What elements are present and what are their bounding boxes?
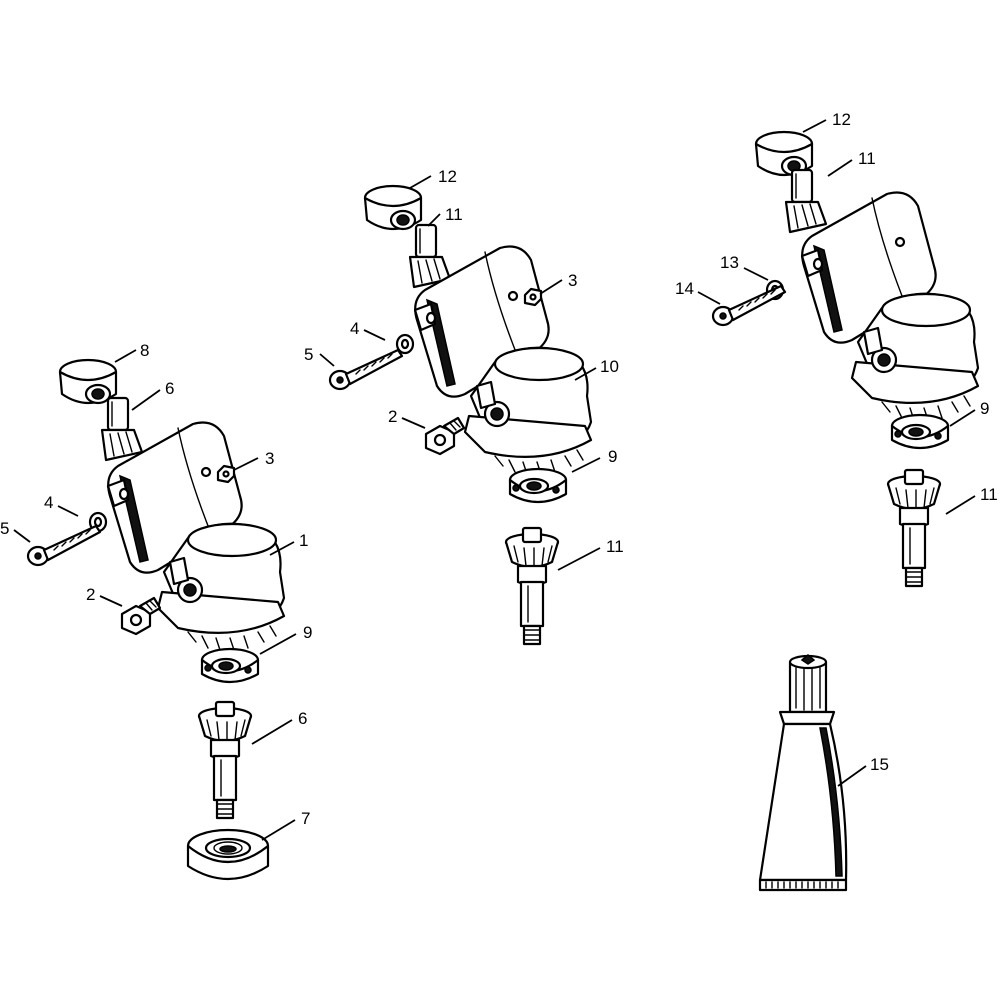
callout-number: 2 <box>388 407 397 426</box>
callout-leader <box>319 353 335 367</box>
callout-number: 11 <box>980 485 998 504</box>
housing-right <box>800 191 980 422</box>
cap-8-left <box>58 358 118 405</box>
bearing-9-left <box>200 647 260 684</box>
callout-number: 14 <box>675 279 694 298</box>
callout-number: 11 <box>445 205 463 224</box>
callout-number: 9 <box>980 399 989 418</box>
callout-leader <box>269 541 295 556</box>
callout-leader <box>13 529 31 543</box>
callout-leader <box>233 457 259 471</box>
callout-leader <box>401 417 426 429</box>
callout-number: 4 <box>44 493 53 512</box>
assembly-left <box>26 358 286 881</box>
callout-leader <box>261 819 296 841</box>
callout-number: 9 <box>608 447 617 466</box>
bearing-9-right <box>890 413 950 450</box>
callout-leader <box>114 349 137 363</box>
cap-12-right <box>754 130 814 177</box>
callout-number: 3 <box>568 271 577 290</box>
pinion-11-right <box>784 168 828 234</box>
callout-number: 11 <box>858 149 876 168</box>
callout-number: 3 <box>265 449 274 468</box>
callout-leader <box>363 329 386 341</box>
shaft-6-left <box>197 700 253 820</box>
callout-leader <box>99 595 123 607</box>
plug-2-left <box>120 596 162 636</box>
shaft-11-middle <box>504 526 560 646</box>
callout-leader <box>837 765 867 787</box>
callout-leader <box>827 159 853 177</box>
callout-number: 15 <box>870 755 889 774</box>
bearing-9-middle <box>508 467 568 504</box>
callout-number: 4 <box>350 319 359 338</box>
screw-5-left <box>26 524 102 567</box>
callout-number: 13 <box>720 253 739 272</box>
callout-leader <box>743 267 769 281</box>
callout-leader <box>571 457 601 473</box>
callout-number: 11 <box>606 537 624 556</box>
nut-3-left <box>216 464 236 484</box>
callout-leader <box>949 409 976 427</box>
callout-number: 2 <box>86 585 95 604</box>
callout-leader <box>945 495 976 515</box>
callout-number: 7 <box>301 809 310 828</box>
assembly-middle <box>328 184 593 646</box>
callout-number: 6 <box>298 709 307 728</box>
callout-leader <box>802 119 827 133</box>
screw-5-middle <box>328 348 404 391</box>
callout-leader <box>427 213 441 227</box>
callout-leader <box>697 291 721 305</box>
callout-number: 1 <box>299 531 308 550</box>
shaft-11-right <box>886 468 942 588</box>
callout-number: 12 <box>438 167 457 186</box>
callout-number: 8 <box>140 341 149 360</box>
pinion-11-middle <box>408 223 452 289</box>
callout-leader <box>251 719 293 745</box>
callout-leader <box>574 367 597 381</box>
callout-number: 5 <box>304 345 313 364</box>
screw-14-right <box>711 284 787 327</box>
grease-tube-15 <box>758 654 848 892</box>
cap-12-middle <box>363 184 423 231</box>
plug-2-middle <box>424 416 466 456</box>
callout-leader <box>57 505 79 517</box>
ring-7-left <box>186 828 270 881</box>
callout-number: 9 <box>303 623 312 642</box>
callout-leader <box>557 547 601 571</box>
callout-number: 5 <box>0 519 9 538</box>
callout-leader <box>539 279 563 295</box>
callout-leader <box>131 389 161 411</box>
callout-number: 10 <box>600 357 619 376</box>
assembly-right <box>711 130 980 588</box>
callout-leader <box>259 633 297 655</box>
nut-3-middle <box>523 287 543 307</box>
callout-number: 12 <box>832 110 851 129</box>
callout-leader <box>409 175 432 189</box>
callout-number: 6 <box>165 379 174 398</box>
